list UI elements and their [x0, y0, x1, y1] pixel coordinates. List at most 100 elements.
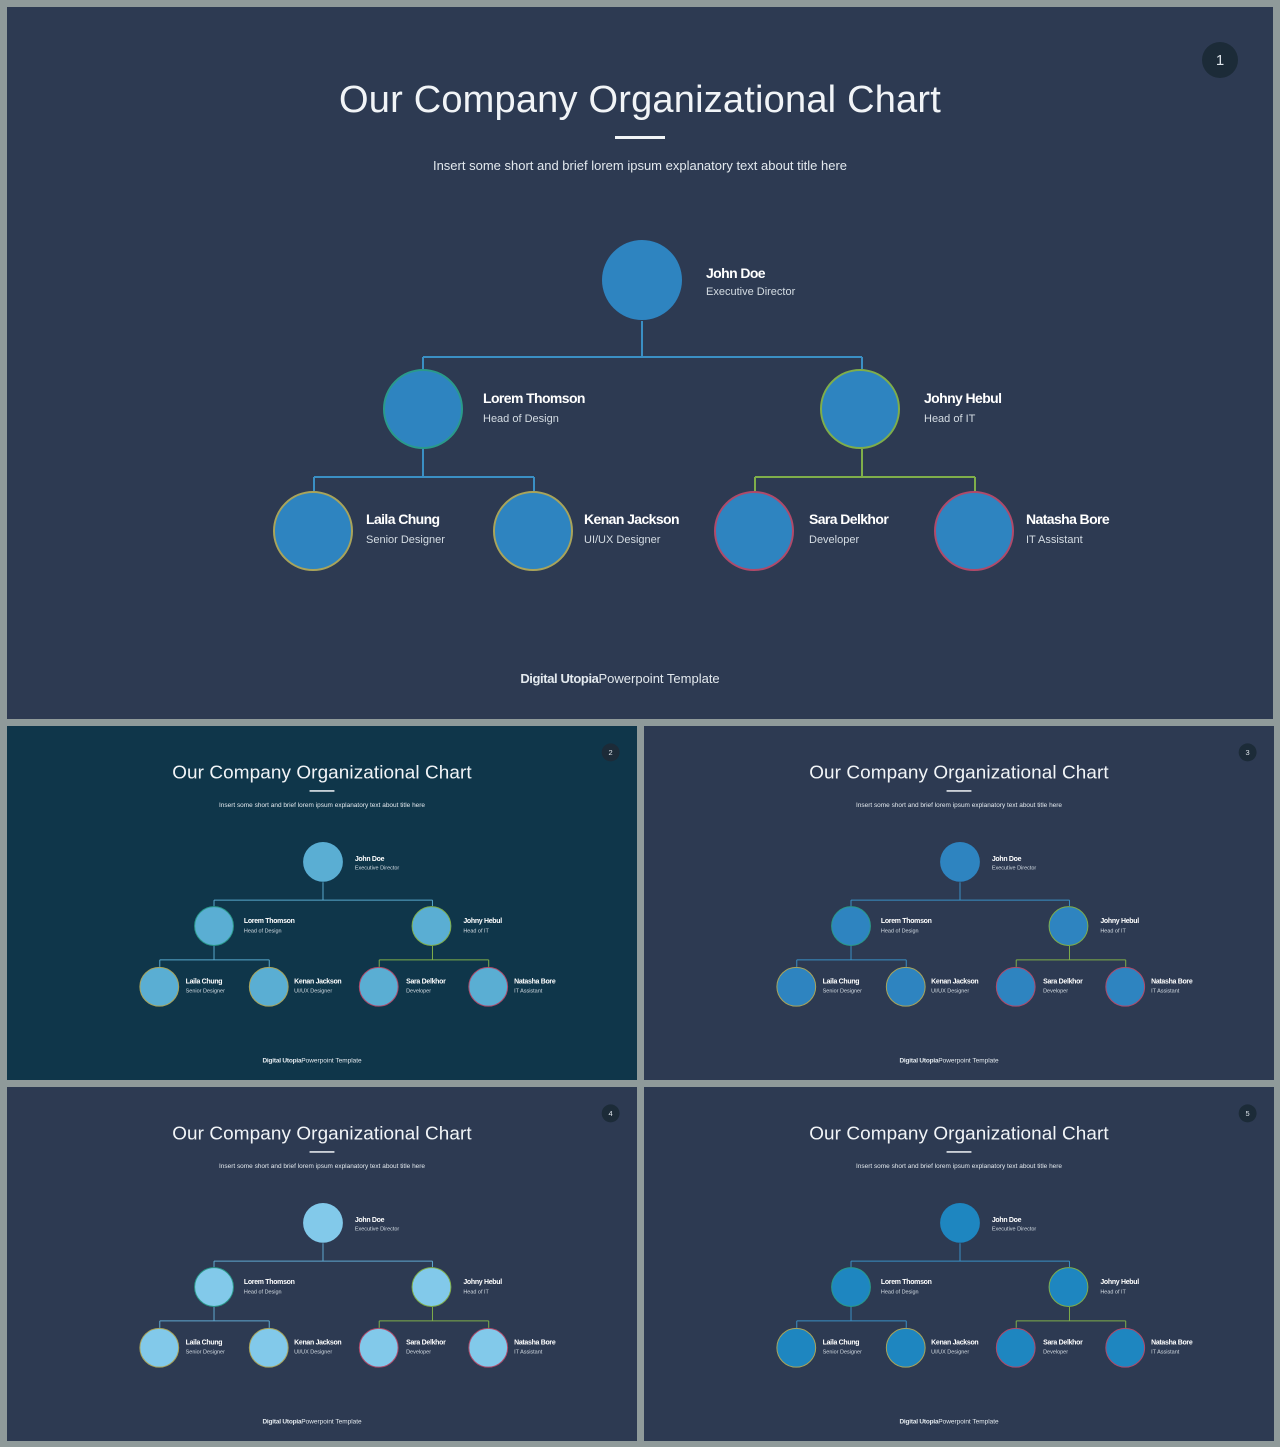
person-role: Senior Designer — [822, 1349, 862, 1356]
slide-canvas: 1 Our Company Organizational Chart Inser… — [7, 7, 1273, 719]
person-role: IT Assistant — [514, 1349, 543, 1356]
org-node-member — [468, 966, 509, 1007]
footer-text: Powerpoint Template — [301, 1056, 362, 1064]
person-name: Natasha Bore — [514, 976, 556, 985]
org-node-member — [139, 966, 180, 1007]
person-role: Head of IT — [924, 413, 976, 425]
person-role: Executive Director — [354, 1225, 400, 1232]
slide-canvas: 4 Our Company Organizational Chart Inser… — [7, 1087, 637, 1441]
slide-number-badge: 1 — [1202, 42, 1238, 78]
org-node-member — [714, 491, 794, 571]
person-role: Head of IT — [1100, 1289, 1126, 1296]
slide-subtitle: Insert some short and brief lorem ipsum … — [218, 1162, 426, 1170]
title-underline — [309, 790, 335, 792]
person-name: Laila Chung — [185, 976, 223, 985]
org-node-lead-right — [1048, 906, 1089, 946]
slide-footer: Digital UtopiaPowerpoint Template — [644, 1056, 1254, 1063]
person-role: Developer — [1043, 1349, 1069, 1356]
slide-canvas: 5 Our Company Organizational Chart Inser… — [644, 1087, 1274, 1441]
title-underline — [615, 136, 665, 139]
person-role: UI/UX Designer — [294, 988, 333, 995]
person-name: Sara Delkhor — [406, 976, 446, 985]
person-role: Head of Design — [880, 1289, 919, 1296]
person-role: Head of IT — [463, 1289, 489, 1296]
person-name: Lorem Thomson — [880, 1277, 932, 1286]
org-node-member — [995, 966, 1036, 1007]
footer-text: Powerpoint Template — [938, 1056, 999, 1064]
connector-left-team — [796, 1306, 907, 1328]
footer-brand: Digital Utopia — [262, 1417, 302, 1425]
connector-lines — [159, 1243, 490, 1328]
person-name: Kenan Jackson — [584, 511, 680, 527]
slide-thumbnail-4[interactable]: 4 Our Company Organizational Chart Inser… — [7, 1087, 637, 1441]
org-node-root — [940, 1202, 980, 1243]
org-node-member — [885, 966, 926, 1007]
org-node-member — [776, 1327, 817, 1368]
person-name: Sara Delkhor — [1043, 976, 1083, 985]
person-role: Executive Director — [991, 864, 1037, 871]
connector-root-to-leads — [850, 1243, 1070, 1268]
person-name: Natasha Bore — [1026, 511, 1110, 527]
slide-footer: Digital UtopiaPowerpoint Template — [644, 1417, 1254, 1424]
person-name: Natasha Bore — [514, 1337, 556, 1346]
slide-title: Our Company Organizational Chart — [172, 1122, 472, 1144]
slide-subtitle: Insert some short and brief lorem ipsum … — [855, 801, 1063, 809]
org-node-member — [358, 1327, 399, 1368]
person-role: UI/UX Designer — [931, 1349, 970, 1356]
person-role: Executive Director — [706, 286, 796, 298]
org-node-member — [1105, 1327, 1146, 1368]
slide-thumbnail-3[interactable]: 3 Our Company Organizational Chart Inser… — [644, 726, 1274, 1080]
connector-root-to-leads — [850, 882, 1070, 907]
person-role: Senior Designer — [185, 1349, 225, 1356]
footer-brand: Digital Utopia — [899, 1417, 939, 1425]
slide-title: Our Company Organizational Chart — [338, 79, 941, 121]
person-role: UI/UX Designer — [584, 534, 661, 546]
connector-right-team — [1015, 945, 1127, 967]
org-node-lead-left — [831, 906, 871, 946]
person-role: Executive Director — [354, 864, 400, 871]
slide-title: Our Company Organizational Chart — [809, 761, 1109, 783]
org-node-member — [995, 1327, 1036, 1368]
person-role: IT Assistant — [1151, 1349, 1180, 1356]
title-underline — [309, 1151, 335, 1153]
connector-right-team — [754, 449, 976, 491]
org-node-lead-right — [820, 369, 900, 449]
person-role: Head of Design — [243, 1289, 282, 1296]
org-node-member — [139, 1327, 180, 1368]
slide-subtitle: Insert some short and brief lorem ipsum … — [218, 801, 426, 809]
connector-lines — [796, 1243, 1127, 1328]
org-node-root — [303, 1202, 343, 1243]
person-name: Johny Hebul — [924, 390, 1002, 406]
connector-lines — [159, 882, 490, 967]
footer-text: Powerpoint Template — [938, 1417, 999, 1425]
org-node-member — [358, 966, 399, 1007]
slide-subtitle: Insert some short and brief lorem ipsum … — [855, 1162, 1063, 1170]
person-name: John Doe — [354, 1215, 385, 1224]
org-node-member — [885, 1327, 926, 1368]
slide-thumbnail-1[interactable]: 1 Our Company Organizational Chart Inser… — [7, 7, 1273, 719]
slide-number-badge: 2 — [601, 743, 620, 762]
org-node-member — [776, 966, 817, 1007]
person-name: John Doe — [991, 1215, 1022, 1224]
org-node-lead-right — [411, 1267, 452, 1307]
footer-brand: Digital Utopia — [520, 671, 599, 686]
connector-root-to-leads — [422, 321, 863, 369]
person-role: Developer — [809, 534, 860, 546]
person-role: Developer — [406, 988, 432, 995]
person-name: Lorem Thomson — [243, 916, 295, 925]
connector-lines — [796, 882, 1127, 967]
org-node-member — [273, 491, 353, 571]
slide-thumbnail-2[interactable]: 2 Our Company Organizational Chart Inser… — [7, 726, 637, 1080]
person-role: Head of Design — [880, 928, 919, 935]
person-role: Head of IT — [1100, 928, 1126, 935]
footer-brand: Digital Utopia — [899, 1056, 939, 1064]
org-node-root — [303, 841, 343, 882]
person-role: UI/UX Designer — [294, 1349, 333, 1356]
footer-brand: Digital Utopia — [262, 1056, 302, 1064]
slide-thumbnail-5[interactable]: 5 Our Company Organizational Chart Inser… — [644, 1087, 1274, 1441]
person-role: Head of IT — [463, 928, 489, 935]
connector-left-team — [796, 945, 907, 967]
person-role: Developer — [406, 1349, 432, 1356]
connector-root-to-leads — [213, 1243, 433, 1268]
org-node-lead-left — [383, 369, 463, 449]
